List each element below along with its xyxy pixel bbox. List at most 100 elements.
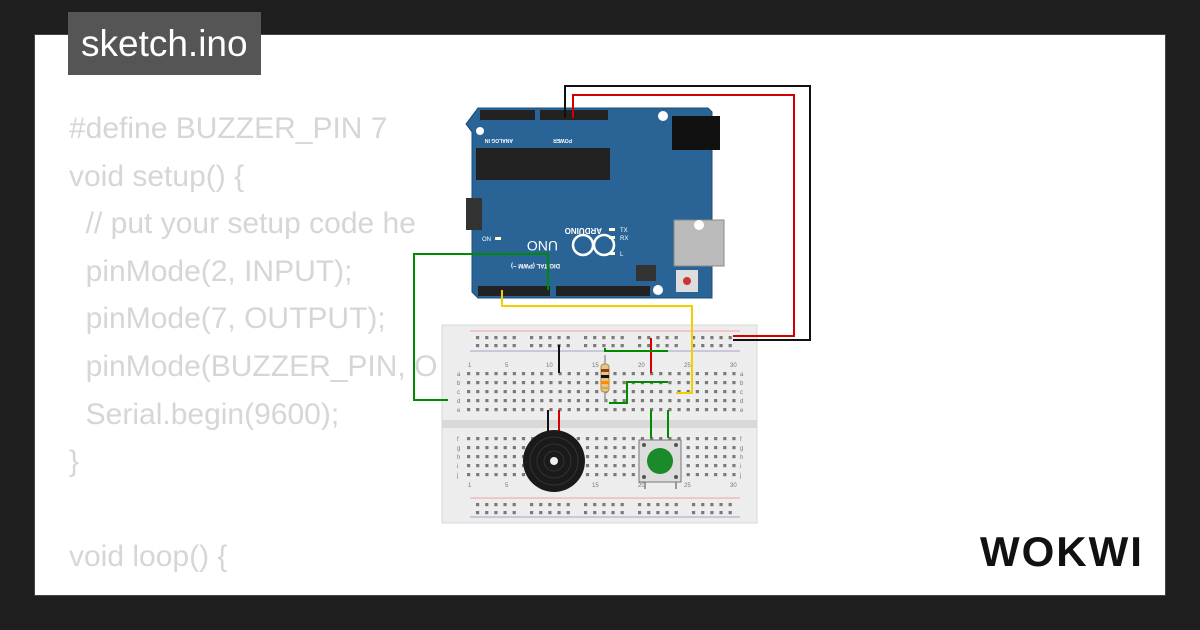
breadboard-rail-hole[interactable] — [638, 344, 642, 348]
breadboard-hole[interactable] — [549, 408, 553, 412]
breadboard-rail-hole[interactable] — [602, 511, 606, 515]
breadboard-hole[interactable] — [714, 399, 718, 403]
breadboard-rail-hole[interactable] — [602, 503, 606, 507]
breadboard-hole[interactable] — [714, 437, 718, 441]
breadboard-hole[interactable] — [686, 372, 690, 376]
breadboard-hole[interactable] — [503, 408, 507, 412]
breadboard-hole[interactable] — [558, 372, 562, 376]
breadboard-hole[interactable] — [485, 473, 489, 477]
breadboard-hole[interactable] — [494, 437, 498, 441]
breadboard-hole[interactable] — [723, 473, 727, 477]
breadboard-hole[interactable] — [622, 446, 626, 450]
breadboard-hole[interactable] — [622, 437, 626, 441]
pushbutton-cap[interactable] — [647, 448, 673, 474]
breadboard-hole[interactable] — [494, 464, 498, 468]
breadboard-hole[interactable] — [695, 408, 699, 412]
breadboard-hole[interactable] — [604, 446, 608, 450]
breadboard-hole[interactable] — [613, 464, 617, 468]
breadboard-hole[interactable] — [485, 390, 489, 394]
breadboard-hole[interactable] — [585, 399, 590, 403]
breadboard-hole[interactable] — [476, 390, 480, 394]
breadboard-rail-hole[interactable] — [620, 503, 624, 507]
breadboard-hole[interactable] — [485, 408, 489, 412]
breadboard-hole[interactable] — [686, 408, 690, 412]
breadboard-hole[interactable] — [723, 381, 727, 385]
breadboard-rail-hole[interactable] — [548, 344, 552, 348]
breadboard-hole[interactable] — [476, 446, 480, 450]
breadboard-hole[interactable] — [732, 381, 736, 385]
breadboard-hole[interactable] — [521, 372, 526, 376]
breadboard-hole[interactable] — [622, 399, 626, 403]
breadboard-hole[interactable] — [567, 408, 571, 412]
breadboard-rail-hole[interactable] — [728, 344, 732, 348]
breadboard-hole[interactable] — [668, 372, 672, 376]
breadboard-hole[interactable] — [604, 473, 608, 477]
breadboard-hole[interactable] — [631, 372, 635, 376]
breadboard-hole[interactable] — [558, 390, 562, 394]
breadboard-rail-hole[interactable] — [512, 511, 516, 515]
breadboard-rail-hole[interactable] — [602, 336, 606, 340]
breadboard-hole[interactable] — [521, 446, 526, 450]
breadboard-rail-hole[interactable] — [539, 511, 543, 515]
breadboard-hole[interactable] — [512, 381, 516, 385]
breadboard-hole[interactable] — [613, 381, 617, 385]
breadboard-hole[interactable] — [540, 381, 544, 385]
breadboard-hole[interactable] — [585, 455, 590, 459]
breadboard-rail-hole[interactable] — [539, 344, 543, 348]
breadboard-hole[interactable] — [512, 473, 516, 477]
breadboard-rail-hole[interactable] — [674, 344, 678, 348]
breadboard-rail-hole[interactable] — [665, 336, 669, 340]
breadboard-hole[interactable] — [704, 437, 709, 441]
breadboard-rail-hole[interactable] — [539, 336, 543, 340]
breadboard-hole[interactable] — [494, 372, 498, 376]
breadboard-rail-hole[interactable] — [584, 336, 588, 340]
breadboard-rail-hole[interactable] — [710, 344, 714, 348]
breadboard-hole[interactable] — [668, 408, 672, 412]
breadboard-hole[interactable] — [494, 473, 498, 477]
breadboard-rail-hole[interactable] — [710, 503, 714, 507]
breadboard-hole[interactable] — [558, 399, 562, 403]
breadboard-rail-hole[interactable] — [665, 344, 669, 348]
wire-yellow-pin7[interactable] — [501, 290, 693, 394]
breadboard-hole[interactable] — [576, 408, 580, 412]
breadboard-hole[interactable] — [723, 446, 727, 450]
breadboard-hole[interactable] — [604, 399, 608, 403]
breadboard-hole[interactable] — [521, 473, 526, 477]
breadboard-rail-hole[interactable] — [548, 511, 552, 515]
breadboard-hole[interactable] — [512, 390, 516, 394]
breadboard-hole[interactable] — [503, 446, 507, 450]
breadboard-hole[interactable] — [585, 473, 590, 477]
breadboard-rail-hole[interactable] — [674, 503, 678, 507]
breadboard-rail-hole[interactable] — [638, 336, 642, 340]
breadboard-rail-hole[interactable] — [512, 336, 516, 340]
breadboard-hole[interactable] — [622, 381, 626, 385]
breadboard-hole[interactable] — [467, 408, 471, 412]
breadboard-rail-hole[interactable] — [611, 344, 615, 348]
breadboard-hole[interactable] — [631, 390, 635, 394]
breadboard-hole[interactable] — [714, 455, 718, 459]
breadboard-hole[interactable] — [640, 437, 645, 441]
breadboard-hole[interactable] — [485, 437, 489, 441]
breadboard-hole[interactable] — [631, 464, 635, 468]
breadboard-hole[interactable] — [613, 390, 617, 394]
breadboard-hole[interactable] — [613, 399, 617, 403]
breadboard-hole[interactable] — [476, 408, 480, 412]
breadboard-rail-hole[interactable] — [494, 344, 498, 348]
breadboard-hole[interactable] — [686, 464, 690, 468]
breadboard-rail-hole[interactable] — [566, 344, 570, 348]
breadboard-hole[interactable] — [549, 390, 553, 394]
breadboard-hole[interactable] — [650, 372, 654, 376]
breadboard-hole[interactable] — [494, 408, 498, 412]
breadboard-hole[interactable] — [704, 390, 709, 394]
breadboard-hole[interactable] — [512, 464, 516, 468]
breadboard-hole[interactable] — [695, 473, 699, 477]
breadboard-hole[interactable] — [659, 372, 663, 376]
breadboard-rail-hole[interactable] — [719, 344, 723, 348]
breadboard-hole[interactable] — [595, 381, 599, 385]
file-tab[interactable]: sketch.ino — [68, 12, 261, 75]
breadboard-hole[interactable] — [604, 464, 608, 468]
breadboard-hole[interactable] — [512, 408, 516, 412]
breadboard-hole[interactable] — [503, 399, 507, 403]
breadboard-hole[interactable] — [467, 372, 471, 376]
breadboard-rail-hole[interactable] — [503, 511, 507, 515]
